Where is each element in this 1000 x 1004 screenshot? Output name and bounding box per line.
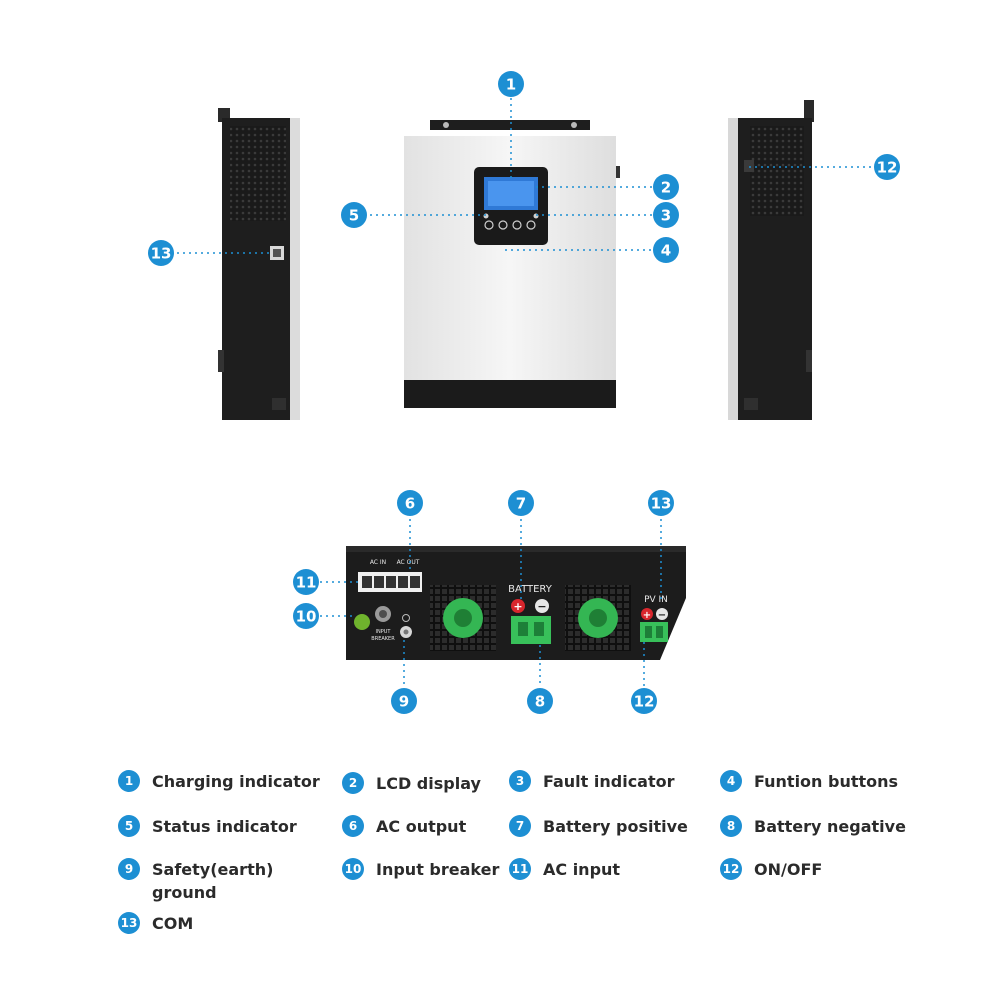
legend-label-10: Input breaker xyxy=(376,860,500,879)
callout-6: 6 xyxy=(397,490,423,516)
legend-label-6: AC output xyxy=(376,817,467,836)
callout-10: 10 xyxy=(293,603,319,629)
legend-badge-3: 3 xyxy=(509,770,531,792)
legend-item-11: 11 AC input xyxy=(509,858,620,881)
legend-label-1: Charging indicator xyxy=(152,772,320,791)
battery-label: BATTERY xyxy=(508,584,553,595)
callout-8: 8 xyxy=(527,688,553,714)
legend-label-11: AC input xyxy=(543,860,621,879)
function-button-3[interactable] xyxy=(512,220,522,230)
callout-4: 4 xyxy=(653,237,679,263)
front-view xyxy=(404,120,620,408)
legend-label-13: COM xyxy=(152,914,194,933)
callout-13-top-number: 13 xyxy=(151,245,172,263)
callout-4-number: 4 xyxy=(661,242,671,260)
callout-12-bottom-number: 12 xyxy=(634,693,655,711)
legend-badge-4: 4 xyxy=(720,770,742,792)
function-button-2[interactable] xyxy=(498,220,508,230)
legend-label-9: Safety(earth) ground xyxy=(152,860,274,902)
callout-2-number: 2 xyxy=(661,179,671,197)
legend-label-7: Battery positive xyxy=(543,817,688,836)
legend-badge-1: 1 xyxy=(118,770,140,792)
callout-13-top: 13 xyxy=(148,240,174,266)
legend-label-4: Funtion buttons xyxy=(754,772,899,791)
legend-badge-5: 5 xyxy=(118,815,140,837)
callout-3: 3 xyxy=(653,202,679,228)
callout-9-number: 9 xyxy=(399,693,409,711)
callout-1: 1 xyxy=(498,71,524,97)
callout-5: 5 xyxy=(341,202,367,228)
legend-label-8: Battery negative xyxy=(754,817,906,836)
legend-badge-13: 13 xyxy=(118,912,140,934)
callout-5-number: 5 xyxy=(349,207,359,225)
legend-item-1: 1 Charging indicator xyxy=(118,770,320,793)
function-button-1[interactable] xyxy=(484,220,494,230)
callout-11-number: 11 xyxy=(296,574,317,592)
callout-8-number: 8 xyxy=(535,693,545,711)
callout-1-number: 1 xyxy=(506,76,516,94)
power-button-green[interactable] xyxy=(354,614,370,630)
legend-item-9: 9 Safety(earth) ground xyxy=(118,858,273,904)
legend-badge-6: 6 xyxy=(342,815,364,837)
input-label: INPUT xyxy=(376,629,392,635)
callout-11: 11 xyxy=(293,569,319,595)
callout-7: 7 xyxy=(508,490,534,516)
legend-badge-2: 2 xyxy=(342,772,364,794)
legend-badge-7: 7 xyxy=(509,815,531,837)
legend-label-12: ON/OFF xyxy=(754,860,823,879)
callout-badges: 1 2 3 4 5 12 13 6 7 13 11 10 9 8 12 xyxy=(148,71,900,714)
legend-item-7: 7 Battery positive xyxy=(509,815,688,838)
right-side-view xyxy=(728,100,814,420)
callout-10-number: 10 xyxy=(296,608,317,626)
legend-badge-9: 9 xyxy=(118,858,140,880)
callout-13-bottom-number: 13 xyxy=(651,495,672,513)
function-button-4[interactable] xyxy=(526,220,536,230)
ac-out-label: AC OUT xyxy=(397,559,420,566)
pv-in-label: PV IN xyxy=(644,595,668,605)
leader-lines xyxy=(177,98,872,686)
callout-2: 2 xyxy=(653,174,679,200)
battery-plus-symbol: + xyxy=(513,600,522,613)
battery-minus-symbol: − xyxy=(537,600,546,613)
legend-item-4: 4 Funtion buttons xyxy=(720,770,898,793)
legend-badge-8: 8 xyxy=(720,815,742,837)
legend-item-2: 2 LCD display xyxy=(342,772,481,795)
legend-item-12: 12 ON/OFF xyxy=(720,858,822,881)
legend-item-8: 8 Battery negative xyxy=(720,815,906,838)
pv-terminal xyxy=(640,622,668,642)
legend-badge-12: 12 xyxy=(720,858,742,880)
callout-3-number: 3 xyxy=(661,207,671,225)
legend-item-13: 13 COM xyxy=(118,912,193,935)
left-side-view xyxy=(218,108,300,420)
legend-label-5: Status indicator xyxy=(152,817,297,836)
pv-minus-symbol: − xyxy=(658,610,666,621)
legend-label-3: Fault indicator xyxy=(543,772,675,791)
callout-6-number: 6 xyxy=(405,495,415,513)
callout-12-top-number: 12 xyxy=(877,159,898,177)
pv-plus-symbol: + xyxy=(643,610,651,621)
legend-label-2: LCD display xyxy=(376,774,481,793)
callout-9: 9 xyxy=(391,688,417,714)
legend-item-3: 3 Fault indicator xyxy=(509,770,675,793)
legend-badge-11: 11 xyxy=(509,858,531,880)
legend-item-6: 6 AC output xyxy=(342,815,466,838)
callout-12-top: 12 xyxy=(874,154,900,180)
ac-in-label: AC IN xyxy=(370,559,386,566)
callout-12-bottom: 12 xyxy=(631,688,657,714)
bottom-view: AC IN AC OUT INPUT BREAKER BATTERY + − P… xyxy=(346,546,686,660)
callout-13-bottom: 13 xyxy=(648,490,674,516)
breaker-label: BREAKER xyxy=(371,636,395,642)
battery-terminal xyxy=(511,616,551,644)
legend-badge-10: 10 xyxy=(342,858,364,880)
power-switch-side xyxy=(744,160,754,172)
legend-item-5: 5 Status indicator xyxy=(118,815,297,838)
legend-item-10: 10 Input breaker xyxy=(342,858,499,881)
callout-7-number: 7 xyxy=(516,495,526,513)
